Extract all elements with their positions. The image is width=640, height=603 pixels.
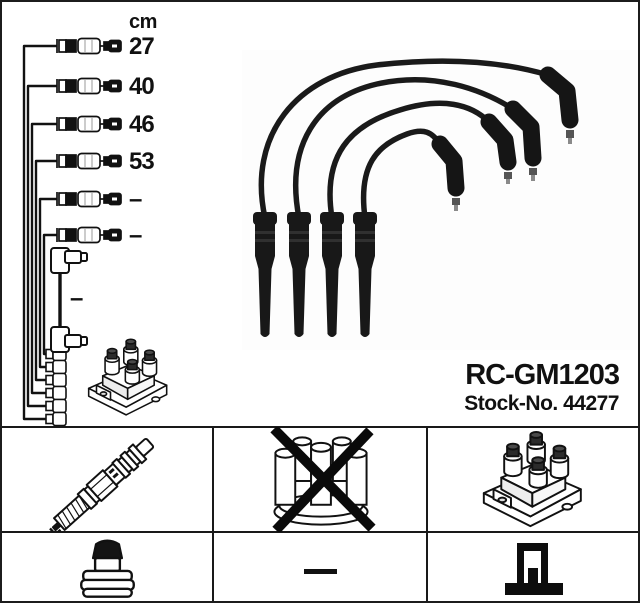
ignition-coil-cell [428, 428, 638, 533]
ignition-coil-icon [482, 431, 582, 528]
elbow-cable-length-value: – [70, 285, 84, 312]
elbow-boots [431, 66, 579, 197]
straight-boots [253, 212, 377, 337]
ignition-coil-drawing [87, 338, 168, 416]
cable-symbols [56, 37, 122, 244]
coil-terminal-icon [505, 542, 563, 595]
cable-length-value: 53 [129, 148, 155, 175]
distributor-cap-crossed-cell [214, 427, 428, 533]
cable-curves [258, 58, 551, 221]
part-number: RC-GM1203 [465, 359, 620, 391]
terminal-nut-icon [80, 539, 135, 598]
coil-connector-stack [45, 346, 67, 426]
stock-number: Stock-No. 44277 [464, 392, 619, 416]
legend-table [2, 426, 638, 601]
elbow-cable-symbol [50, 247, 88, 353]
cable-length-value: 46 [129, 111, 155, 138]
cable-length-value: 40 [129, 73, 155, 100]
unit-label: cm [129, 11, 157, 33]
plug-terminal-cell [2, 533, 214, 601]
part-number-block: RC-GM1203 Stock-No. 44277 [464, 359, 620, 416]
product-photo [242, 50, 638, 350]
spark-plug-icon [49, 437, 155, 532]
cross-out-x-icon [270, 427, 376, 532]
dash-cell [214, 533, 428, 601]
spark-plug-cell [2, 428, 214, 533]
coil-terminal-cell [428, 533, 638, 601]
cable-length-value: – [129, 186, 142, 213]
harness-bus-lines [22, 44, 57, 421]
cable-schematic [22, 37, 168, 426]
cable-length-value: – [129, 222, 142, 249]
dash-icon [303, 568, 337, 574]
elbow-boot-tips [452, 130, 574, 211]
cable-length-value: 27 [129, 33, 155, 60]
